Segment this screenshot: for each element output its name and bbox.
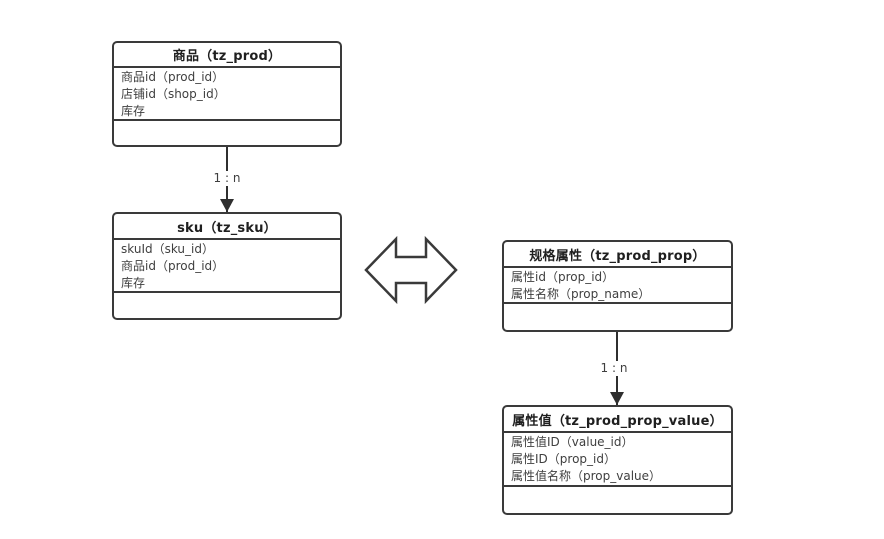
entity-prod[interactable]: 商品（tz_prod） 商品id（prod_id） 店铺id（shop_id） … [112,41,342,147]
entity-sku-fields: skuId（sku_id） 商品id（prod_id） 库存 [114,240,340,293]
entity-field: 属性ID（prop_id） [511,452,616,466]
entity-prod-prop-empty-section [504,304,731,330]
double-arrow-icon [364,236,458,304]
entity-field: 属性id（prop_id） [511,270,615,284]
entity-field: 属性值ID（value_id） [511,435,634,449]
entity-field: 商品id（prod_id） [121,259,225,273]
entity-field: 属性值名称（prop_value） [511,469,662,483]
entity-prod-prop-title: 规格属性（tz_prod_prop） [504,242,731,268]
entity-prod-prop-fields: 属性id（prop_id） 属性名称（prop_name） [504,268,731,304]
entity-sku-empty-section [114,293,340,318]
entity-prod-prop[interactable]: 规格属性（tz_prod_prop） 属性id（prop_id） 属性名称（pr… [502,240,733,332]
entity-prod-fields: 商品id（prod_id） 店铺id（shop_id） 库存 [114,68,340,121]
entity-field: skuId（sku_id） [121,242,214,256]
entity-prod-prop-value-title: 属性值（tz_prod_prop_value） [504,407,731,433]
entity-sku-title: sku（tz_sku） [114,214,340,240]
entity-field: 属性名称（prop_name） [511,287,651,301]
entity-prod-prop-value[interactable]: 属性值（tz_prod_prop_value） 属性值ID（value_id） … [502,405,733,515]
entity-field: 商品id（prod_id） [121,70,225,84]
entity-prod-empty-section [114,121,340,145]
connector-prop-value-label: 1 : n [597,361,631,376]
entity-field: 库存 [121,276,146,290]
connector-prod-sku-label: 1 : n [210,171,244,186]
entity-sku[interactable]: sku（tz_sku） skuId（sku_id） 商品id（prod_id） … [112,212,342,320]
arrowhead-down-icon [610,392,624,405]
arrowhead-down-icon [220,199,234,212]
entity-field: 库存 [121,104,146,118]
entity-prod-prop-value-fields: 属性值ID（value_id） 属性ID（prop_id） 属性值名称（prop… [504,433,731,487]
entity-prod-prop-value-empty-section [504,487,731,513]
entity-prod-title: 商品（tz_prod） [114,43,340,68]
entity-field: 店铺id（shop_id） [121,87,226,101]
